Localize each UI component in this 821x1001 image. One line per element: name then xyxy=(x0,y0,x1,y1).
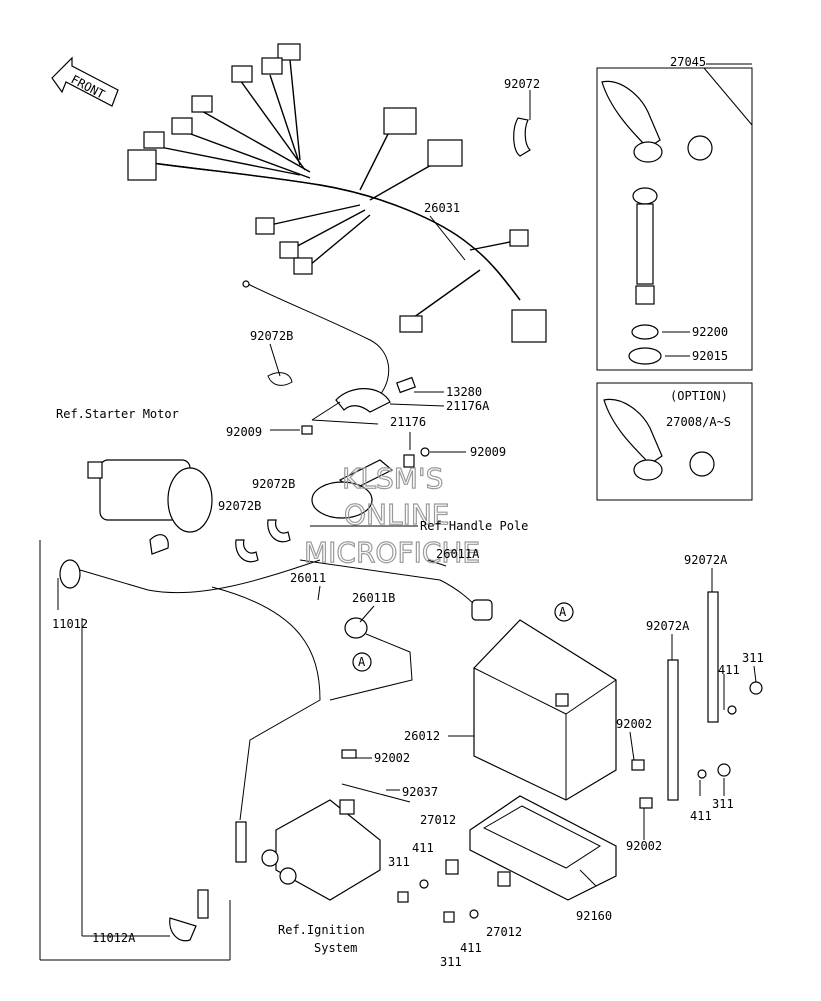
front-arrow-icon: FRONT xyxy=(51,56,119,107)
label-411-a: 411 xyxy=(718,663,740,677)
label-ref-starter-motor: Ref.Starter Motor xyxy=(56,407,179,421)
label-92002-c: 92002 xyxy=(626,839,662,853)
label-92072a-a: 92072A xyxy=(684,553,728,567)
label-11012: 11012 xyxy=(52,617,88,631)
handle-pole-assembly xyxy=(311,447,430,519)
label-92072b-b: 92072B xyxy=(218,499,261,513)
part-labels: 27045 92072 26031 92072B 13280 21176A 92… xyxy=(52,55,764,969)
label-ref-ignition-1: Ref.Ignition xyxy=(278,923,365,937)
label-92072a-b: 92072A xyxy=(646,619,690,633)
battery-cable-26011 xyxy=(59,559,493,821)
label-27045: 27045 xyxy=(670,55,706,69)
label-311-d: 311 xyxy=(440,955,462,969)
sensor-wire xyxy=(242,280,416,435)
label-27008: 27008/A~S xyxy=(666,415,731,429)
label-311-a: 311 xyxy=(742,651,764,665)
label-11012a: 11012A xyxy=(92,931,136,945)
ignition-switch-box xyxy=(596,67,753,371)
clamps-92072b xyxy=(235,519,291,563)
label-92002-a: 92002 xyxy=(616,717,652,731)
label-92200: 92200 xyxy=(692,325,728,339)
label-92015: 92015 xyxy=(692,349,728,363)
label-92072b-a: 92072B xyxy=(252,477,295,491)
label-26011a: 26011A xyxy=(436,547,480,561)
label-13280: 13280 xyxy=(446,385,482,399)
label-26011b: 26011B xyxy=(352,591,395,605)
battery-tray-92160 xyxy=(469,795,617,901)
watermark-line-2: ONLINE xyxy=(344,498,449,531)
label-411-d: 411 xyxy=(460,941,482,955)
label-92037: 92037 xyxy=(402,785,438,799)
wire-harness-26031 xyxy=(127,43,547,343)
circle-marker-a-1: A xyxy=(559,605,567,619)
watermark-line-3: MICROFICHE xyxy=(304,536,480,569)
label-92160: 92160 xyxy=(576,909,612,923)
label-26011: 26011 xyxy=(290,571,326,585)
label-27012-b: 27012 xyxy=(486,925,522,939)
label-92009-right: 92009 xyxy=(470,445,506,459)
clamp-92072 xyxy=(513,117,531,157)
label-27012-a: 27012 xyxy=(420,813,456,827)
lead-26011b xyxy=(329,617,413,701)
label-option: (OPTION) xyxy=(670,389,728,403)
ignition-system-box xyxy=(169,749,411,942)
label-26031: 26031 xyxy=(424,201,460,215)
option-box xyxy=(596,382,753,501)
battery-26012 xyxy=(473,602,617,801)
label-411-c: 411 xyxy=(690,809,712,823)
label-311-b: 311 xyxy=(388,855,410,869)
label-92072: 92072 xyxy=(504,77,540,91)
label-311-c: 311 xyxy=(712,797,734,811)
label-ref-ignition-2: System xyxy=(314,941,357,955)
leader-lines xyxy=(39,63,757,961)
watermark-line-1: KLSM'S xyxy=(342,462,443,495)
starter-motor xyxy=(87,459,213,555)
label-92009-left: 92009 xyxy=(226,425,262,439)
watermark: KLSM'S ONLINE MICROFICHE xyxy=(303,461,480,569)
label-26012: 26012 xyxy=(404,729,440,743)
label-21176: 21176 xyxy=(390,415,426,429)
label-411-b: 411 xyxy=(412,841,434,855)
label-ref-handle-pole: Ref.Handle Pole xyxy=(420,519,528,533)
label-92002-b: 92002 xyxy=(374,751,410,765)
circle-marker-a-2: A xyxy=(358,655,366,669)
label-92072b-top: 92072B xyxy=(250,329,293,343)
label-21176a: 21176A xyxy=(446,399,490,413)
hardware-bolts-nuts xyxy=(397,859,511,923)
